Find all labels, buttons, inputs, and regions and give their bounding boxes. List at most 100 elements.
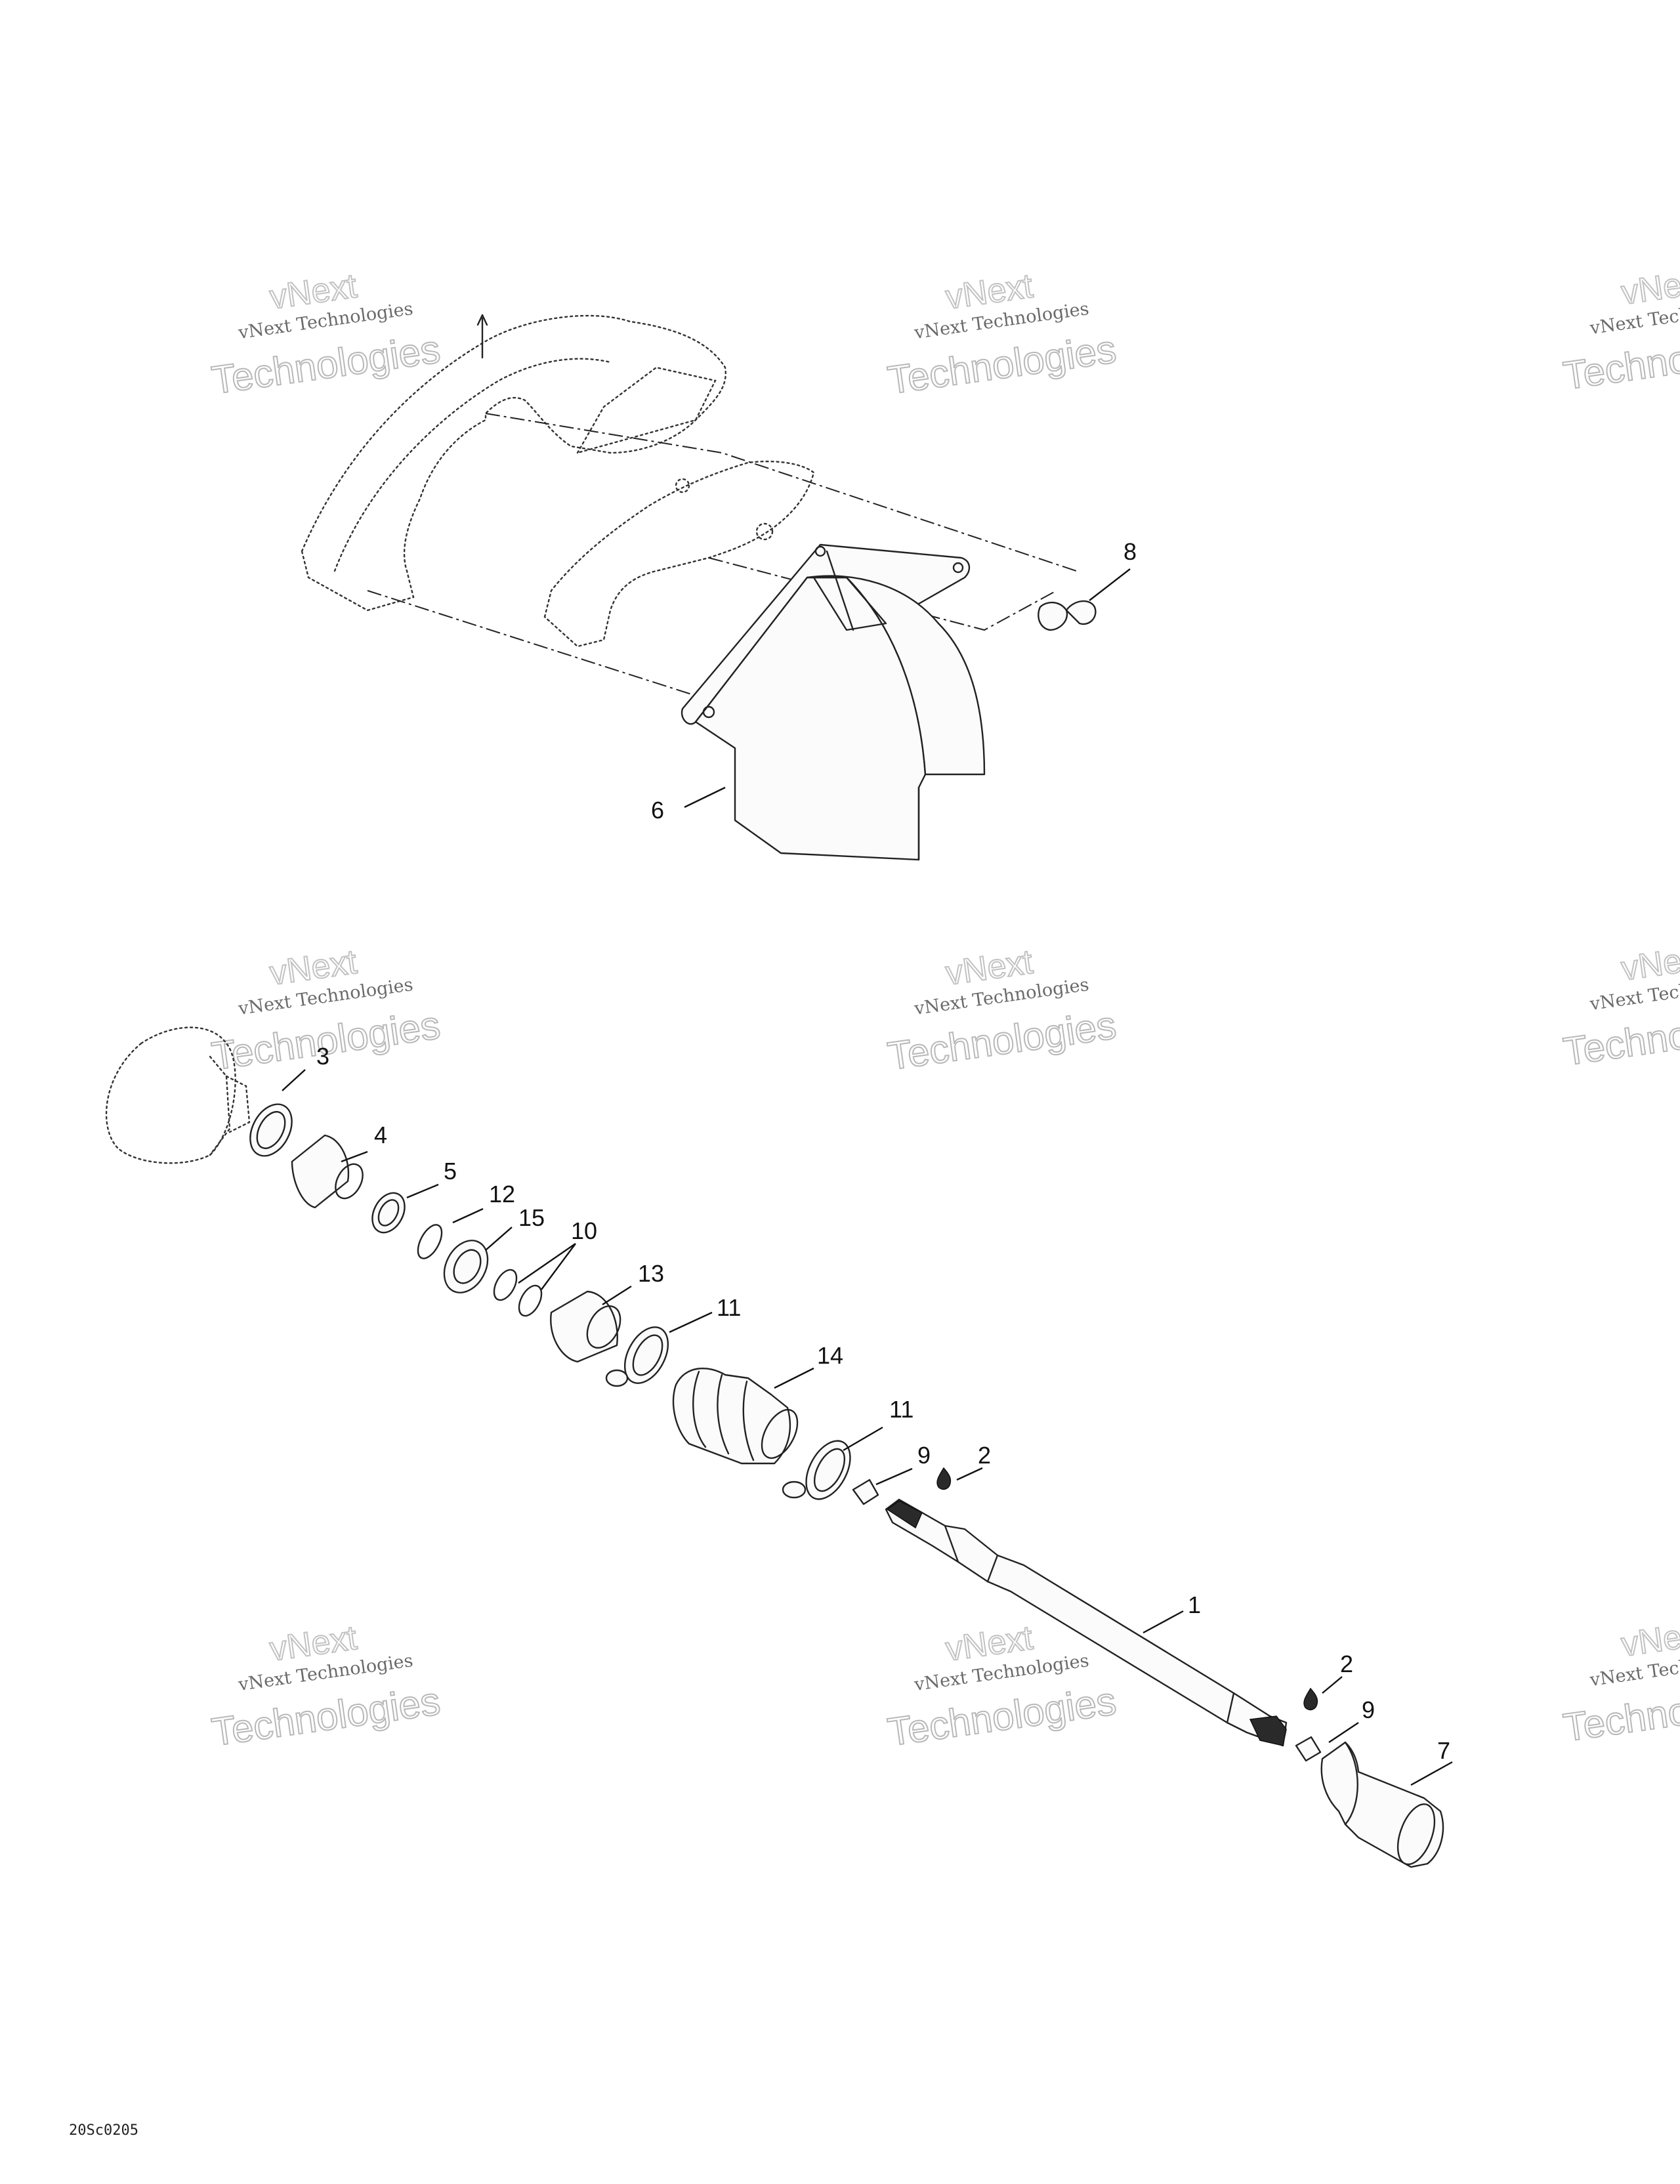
wing-nut-left — [1038, 601, 1068, 631]
callout-2: 2 — [1340, 1650, 1353, 1677]
callouts: 6 8 3 4 5 12 15 10 13 11 14 11 9 2 1 2 9… — [316, 538, 1450, 1764]
leader-line — [875, 1467, 913, 1486]
leader-line — [669, 1311, 713, 1334]
shaft-collar — [1226, 1692, 1235, 1724]
alignment-line-lower — [367, 590, 696, 696]
callout-14: 14 — [817, 1342, 843, 1369]
housing-inner-lip — [333, 358, 612, 572]
mounting-plate-outline — [543, 460, 815, 648]
flange-hole — [952, 562, 964, 574]
plug — [1295, 1736, 1322, 1762]
seal — [443, 1240, 489, 1293]
up-arrow-marker — [476, 314, 488, 359]
callout-15: 15 — [518, 1204, 545, 1231]
housing-tab — [576, 366, 717, 454]
leader-line — [774, 1367, 814, 1389]
boot-fold — [717, 1374, 730, 1455]
boot-clamp-inner — [813, 1448, 846, 1492]
boot-end — [761, 1409, 799, 1459]
watermark-next: vNext — [1619, 262, 1680, 312]
shroud-assembly — [301, 314, 1097, 861]
leader-line — [406, 1183, 439, 1199]
callout-8: 8 — [1124, 538, 1137, 565]
flange-hole — [702, 705, 715, 719]
watermark-bottom-left: vNext vNext Technologies Technologies — [209, 1618, 444, 1755]
lubricant-drop — [936, 1467, 952, 1490]
bearing-sleeve-end — [586, 1305, 621, 1349]
wing-nut-right — [1065, 600, 1097, 625]
shaft-collar — [944, 1524, 959, 1563]
leader-line — [1089, 568, 1131, 601]
callout-12: 12 — [489, 1181, 515, 1208]
shroud-hood — [806, 575, 986, 776]
shaft-spline-front — [886, 1500, 923, 1529]
shaft-collar — [986, 1554, 999, 1583]
drawing-code: 20Sc0205 — [69, 2122, 138, 2139]
lubricant-drop — [1303, 1687, 1318, 1711]
shroud-inner-rib — [812, 550, 887, 631]
flange-hole — [814, 545, 826, 557]
boot-clamp — [623, 1326, 669, 1384]
callout-9: 9 — [1362, 1696, 1375, 1723]
bearing-housing-step — [1344, 1741, 1358, 1826]
watermark-top-center: vNext vNext Technologies Technologies — [885, 266, 1120, 403]
leader-line — [518, 1243, 576, 1290]
reference-hub-spline — [225, 1075, 251, 1133]
coupler — [291, 1134, 350, 1209]
callout-1: 1 — [1188, 1591, 1201, 1618]
plug — [852, 1479, 879, 1505]
watermark-next: vNext — [1619, 938, 1680, 988]
o-ring — [518, 1284, 543, 1317]
leader-line — [1328, 1722, 1359, 1743]
watermark-bottom-right: vNext vNext Technologies Technologies — [1560, 1614, 1680, 1750]
boot-clamp-inner — [632, 1334, 663, 1376]
ring-clamp-inner — [256, 1110, 286, 1150]
boot-fold — [742, 1380, 755, 1461]
alignment-line-upper — [485, 413, 1077, 572]
reference-hub-neck — [209, 1055, 231, 1156]
boot-clamp-screw — [782, 1480, 807, 1499]
callout-11: 11 — [889, 1396, 914, 1423]
leader-line — [956, 1467, 983, 1481]
shaft-spline-rear — [1249, 1715, 1287, 1746]
watermark-middle-right: vNext vNext Technologies Technologies — [1560, 938, 1680, 1074]
small-clamp — [371, 1192, 406, 1234]
callout-10: 10 — [571, 1217, 597, 1244]
callout-6: 6 — [651, 797, 664, 824]
leader-line — [282, 1069, 306, 1091]
seal-inner — [453, 1249, 482, 1284]
leader-line — [452, 1208, 484, 1224]
callout-4: 4 — [374, 1122, 387, 1148]
leader-line — [341, 1150, 368, 1163]
housing-reference-outline — [301, 314, 726, 612]
drive-shaft-assembly — [105, 1026, 1444, 1868]
callout-11: 11 — [717, 1294, 741, 1321]
leader-line — [485, 1227, 513, 1251]
rubber-boot — [672, 1367, 791, 1465]
callout-3: 3 — [316, 1043, 329, 1070]
bearing-housing-face — [1396, 1803, 1436, 1866]
boot-clamp-screw — [605, 1369, 629, 1387]
ring-clamp — [249, 1103, 293, 1157]
watermark-middle-center: vNext vNext Technologies Technologies — [885, 942, 1120, 1079]
leader-line — [1410, 1761, 1453, 1786]
shroud-flange — [681, 543, 971, 725]
watermark-top-right: vNext vNext Technologies Technologies — [1560, 262, 1680, 398]
wing-nut — [1038, 600, 1097, 631]
plate-hole — [755, 522, 774, 541]
leader-line — [1322, 1676, 1343, 1694]
leader-line — [1143, 1610, 1184, 1634]
leader-line — [843, 1426, 883, 1452]
callout-13: 13 — [638, 1260, 664, 1287]
boot-clamp — [805, 1440, 851, 1500]
callout-9: 9 — [917, 1442, 931, 1469]
o-ring — [417, 1224, 443, 1259]
callout-7: 7 — [1437, 1737, 1450, 1764]
coupler-end — [335, 1163, 364, 1200]
rear-shroud — [681, 543, 986, 861]
small-clamp-inner — [377, 1199, 400, 1227]
o-ring — [493, 1269, 518, 1301]
boot-fold — [692, 1370, 707, 1448]
watermark-top-left: vNext vNext Technologies Technologies — [209, 266, 444, 403]
